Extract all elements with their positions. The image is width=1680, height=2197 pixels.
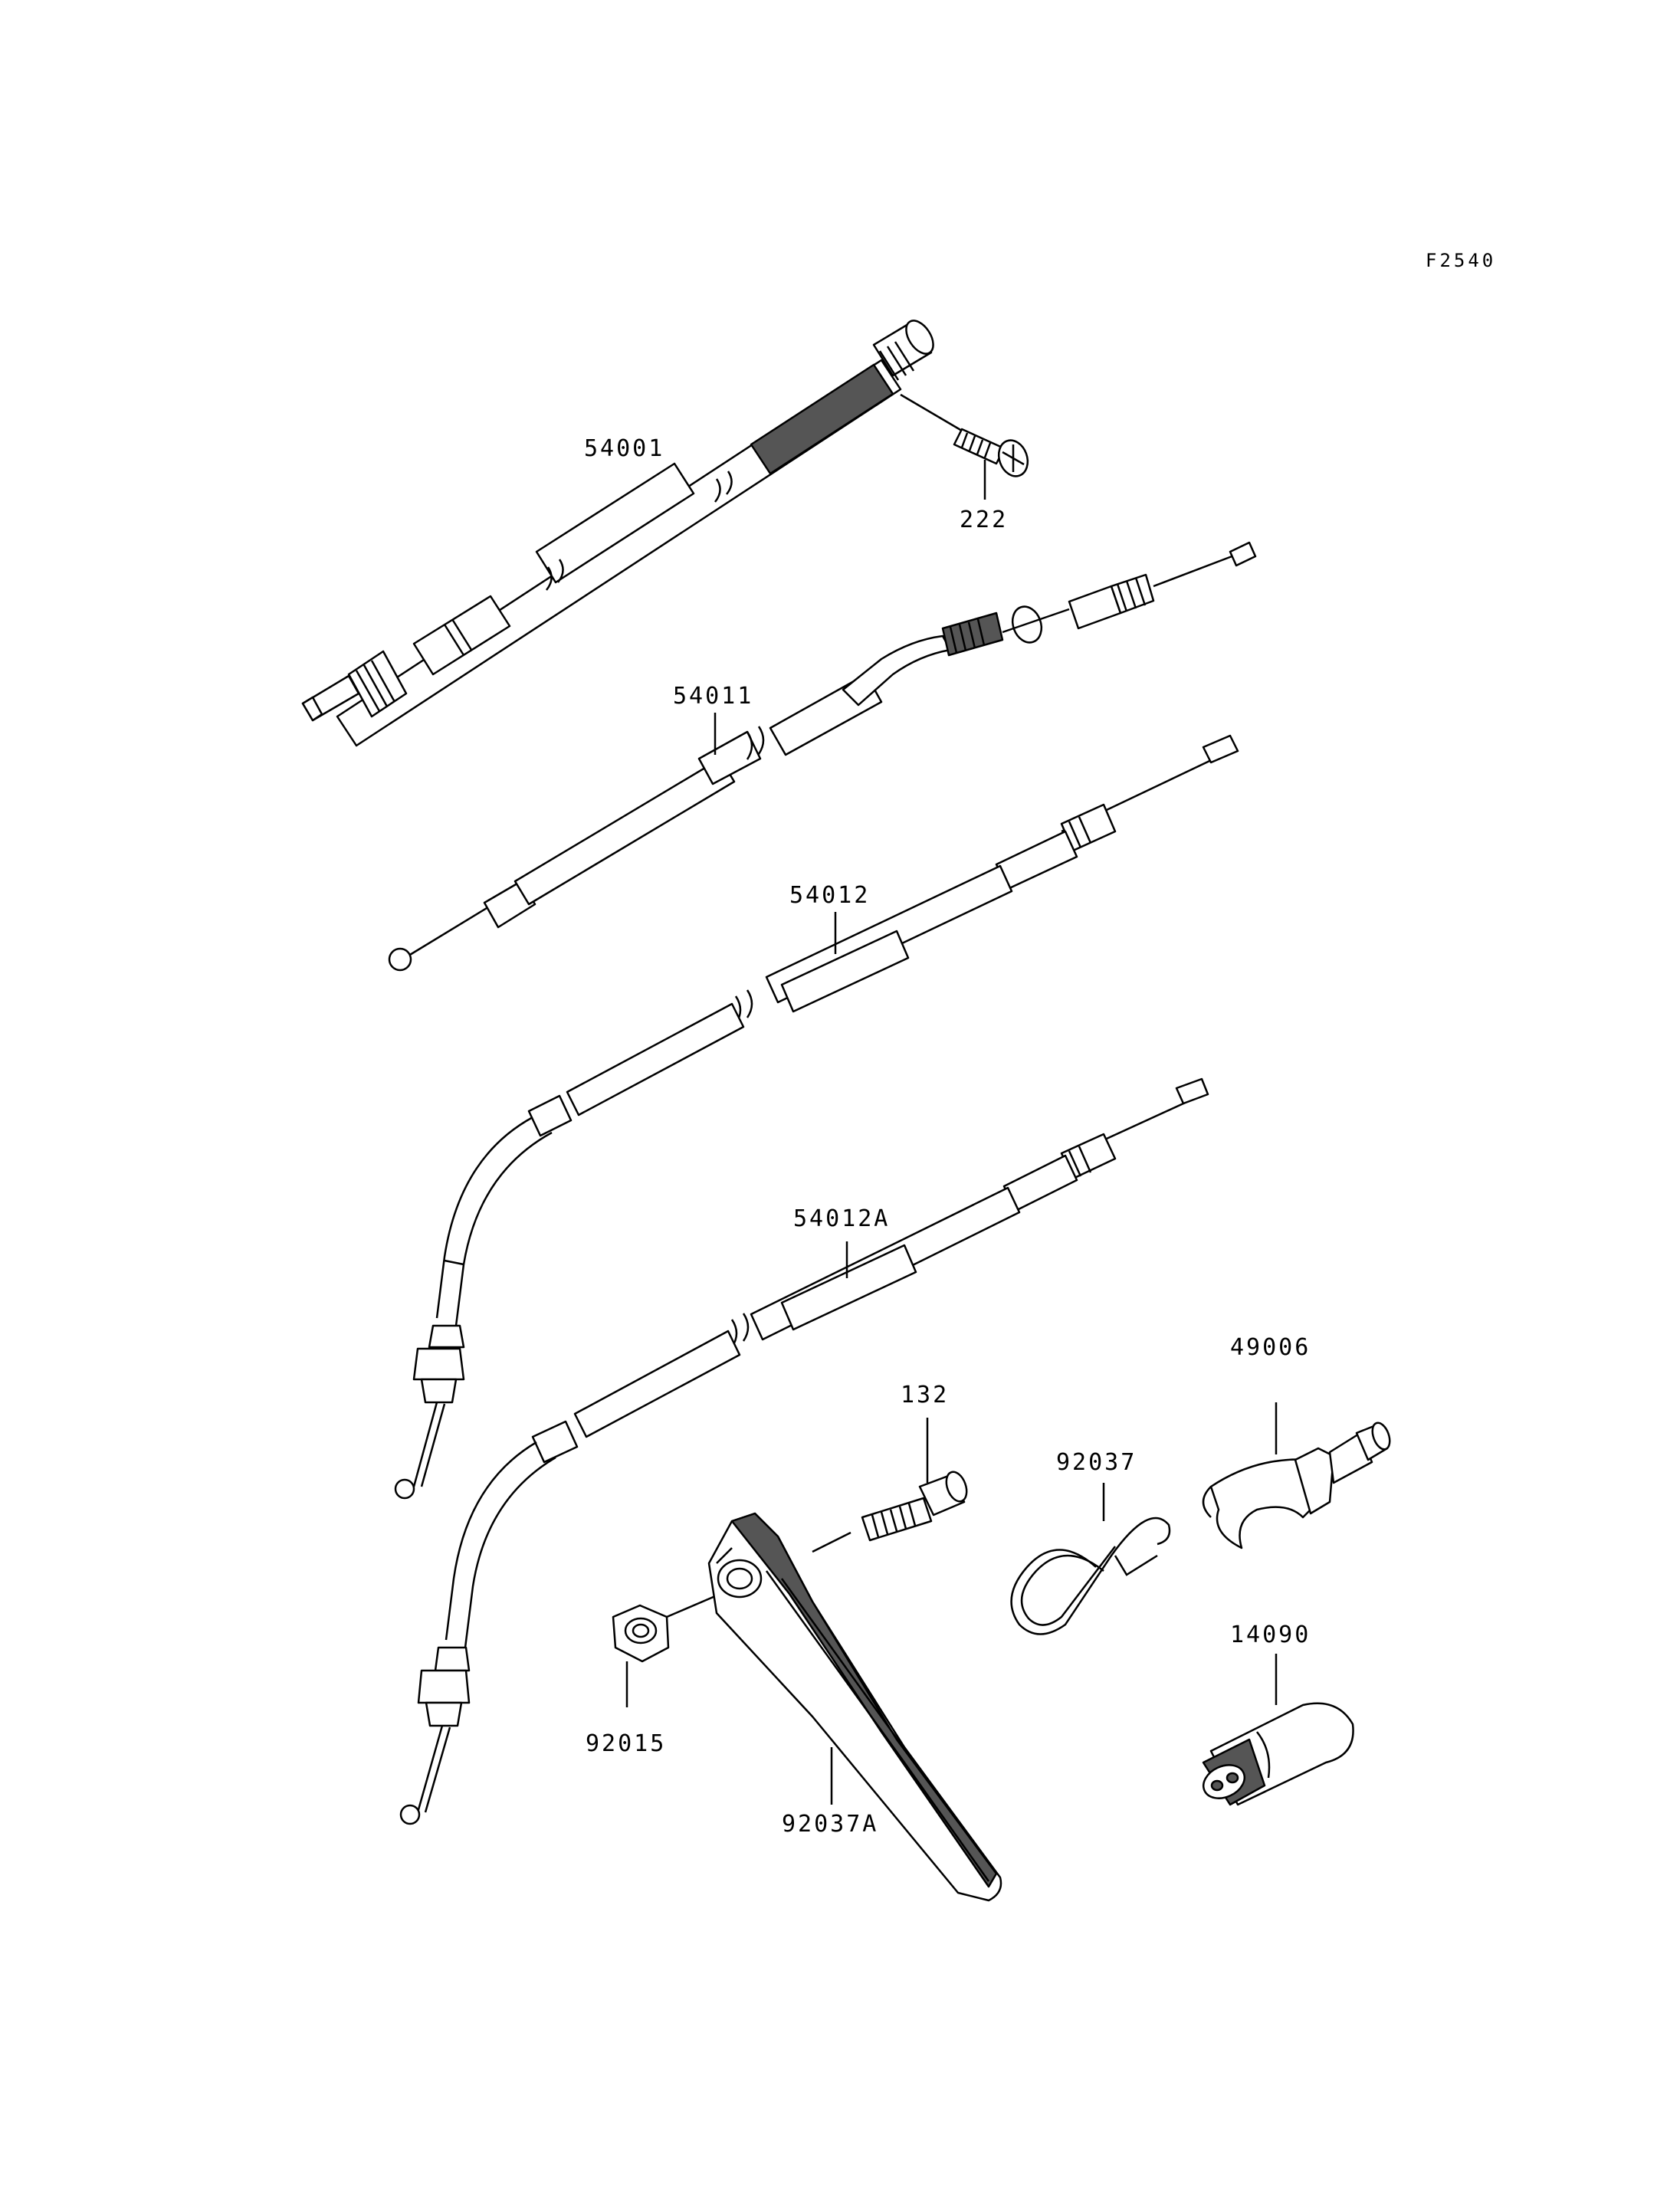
throttle-cable-54011 (388, 541, 1257, 972)
cap-14090 (1202, 1654, 1354, 1806)
label-54012A: 54012A (793, 1205, 890, 1232)
label-92015: 92015 (586, 1730, 666, 1757)
label-54012: 54012 (789, 882, 870, 909)
speedometer-cable-54001 (301, 320, 1029, 747)
label-92037: 92037 (1056, 1449, 1137, 1476)
nut-92015 (612, 1592, 721, 1707)
label-14090: 14090 (1230, 1622, 1311, 1648)
boot-49006 (1202, 1402, 1391, 1549)
clamp-92037 (1010, 1483, 1171, 1635)
label-54001: 54001 (584, 435, 664, 462)
label-222: 222 (960, 507, 1008, 533)
label-49006: 49006 (1230, 1334, 1311, 1361)
clutch-cable-54012 (394, 734, 1239, 1500)
bolt-132 (812, 1418, 968, 1553)
label-132: 132 (901, 1382, 949, 1408)
holder-92037A (707, 1512, 1002, 1902)
label-92037A: 92037A (782, 1811, 878, 1838)
figure-code: F2540 (1426, 250, 1496, 271)
label-54011: 54011 (673, 683, 753, 710)
clutch-cable-54012A (399, 1077, 1209, 1825)
